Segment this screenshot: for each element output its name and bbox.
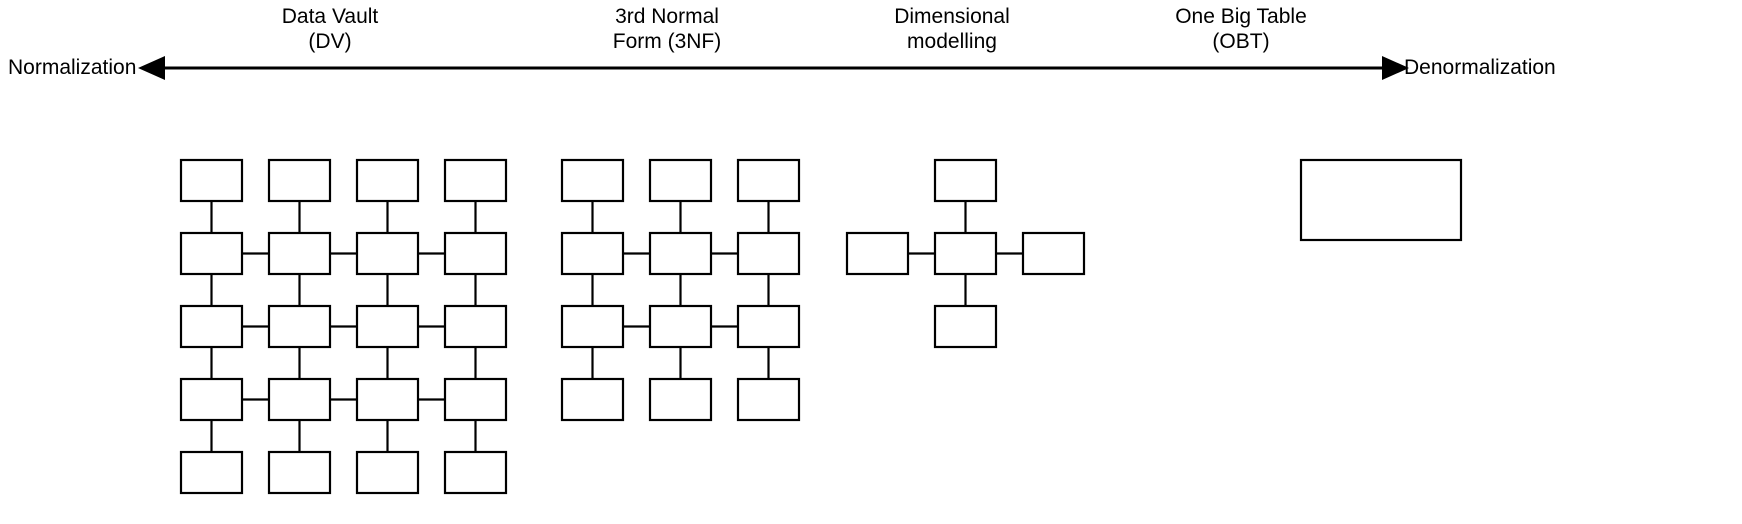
axis-label-normalization: Normalization [8,56,137,79]
entity-box [179,377,244,422]
entity-box [443,450,508,495]
entity-box [179,231,244,276]
entity-box [267,450,332,495]
entity-box [648,377,713,422]
entity-box [648,231,713,276]
entity-box [179,158,244,203]
entity-box [560,304,625,349]
one-big-table-box [1299,158,1463,242]
entity-box [736,377,801,422]
entity-box [355,450,420,495]
entity-box [355,304,420,349]
axis-label-denormalization: Denormalization [1404,56,1556,79]
data-vault-grid [179,158,508,495]
entity-box [560,377,625,422]
entity-box [736,304,801,349]
column-label-line2: Form (3NF) [612,30,722,53]
entity-box [267,377,332,422]
dimension-table-box [933,158,998,203]
one-big-table-group [1299,158,1463,242]
fact-table-box [933,231,998,276]
column-label-line1: 3rd Normal [615,5,719,28]
column-label-one-big-table: One Big Table(OBT) [1175,4,1307,54]
entity-box [179,304,244,349]
column-label-line2: modelling [907,30,997,53]
column-label-line1: Data Vault [281,5,379,28]
entity-box [355,231,420,276]
third-normal-form-grid [560,158,801,422]
column-label-data-vault: Data Vault(DV) [282,4,379,54]
entity-box [267,304,332,349]
entity-box [267,231,332,276]
column-label-line2: (DV) [308,30,352,53]
entity-box [443,158,508,203]
entity-box [648,304,713,349]
column-label-line1: One Big Table [1175,5,1307,28]
entity-box [736,231,801,276]
column-label-line1: Dimensional [894,5,1010,28]
entity-box [560,231,625,276]
entity-box [648,158,713,203]
entity-box [179,450,244,495]
entity-box [355,377,420,422]
entity-box [443,377,508,422]
entity-box [267,158,332,203]
entity-box [443,304,508,349]
column-label-line2: (OBT) [1212,30,1270,53]
entity-box [355,158,420,203]
dimension-table-box [933,304,998,349]
dimension-table-box [845,231,910,276]
entity-box [736,158,801,203]
entity-box [560,158,625,203]
entity-box [443,231,508,276]
dimension-table-box [1021,231,1086,276]
dimensional-star-schema [845,158,1086,349]
